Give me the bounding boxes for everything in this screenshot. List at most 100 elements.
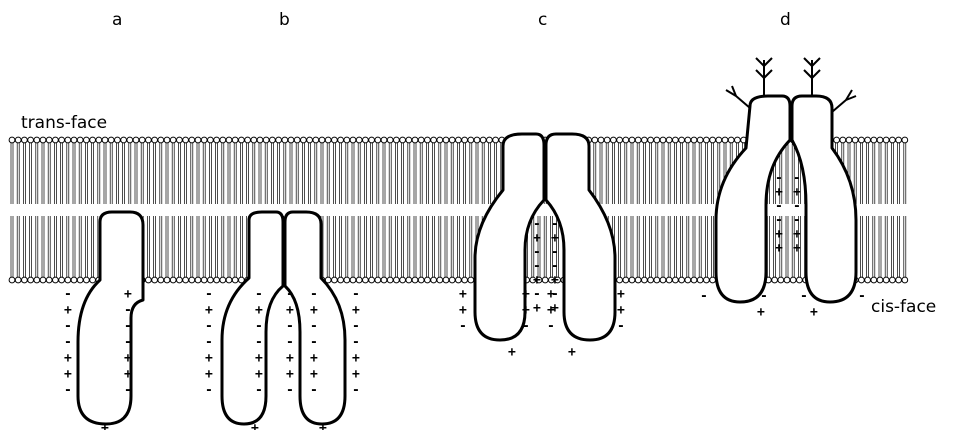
minus-charge: - xyxy=(533,259,541,274)
plus-charge: + xyxy=(124,367,132,382)
minus-charge: - xyxy=(775,213,783,228)
minus-charge: - xyxy=(255,287,263,302)
plus-charge: + xyxy=(64,303,72,318)
cis-face-label: cis-face xyxy=(871,297,936,317)
minus-charge: - xyxy=(286,383,294,398)
plus-charge: + xyxy=(352,303,360,318)
panel-label-a: a xyxy=(112,10,122,30)
minus-charge: - xyxy=(124,303,132,318)
plus-charge: + xyxy=(775,241,783,256)
plus-charge: + xyxy=(775,227,783,242)
plus-charge: + xyxy=(352,367,360,382)
plus-charge: + xyxy=(551,273,559,288)
plus-charge: + xyxy=(793,185,801,200)
minus-charge: - xyxy=(124,335,132,350)
plus-charge: + xyxy=(775,185,783,200)
panel-label-b: b xyxy=(279,10,290,30)
plus-charge: + xyxy=(255,303,263,318)
plus-charge: + xyxy=(319,421,327,430)
minus-charge: - xyxy=(775,199,783,214)
minus-charge: - xyxy=(64,383,72,398)
minus-charge: - xyxy=(124,319,132,334)
minus-charge: - xyxy=(793,171,801,186)
minus-charge: - xyxy=(533,217,541,232)
minus-charge: - xyxy=(775,171,783,186)
minus-charge: - xyxy=(64,335,72,350)
minus-charge: - xyxy=(551,245,559,260)
minus-charge: - xyxy=(286,287,294,302)
plus-charge: + xyxy=(286,351,294,366)
minus-charge: - xyxy=(64,319,72,334)
plus-charge: + xyxy=(533,231,541,246)
minus-charge: - xyxy=(205,319,213,334)
plus-charge: + xyxy=(533,273,541,288)
plus-charge: + xyxy=(508,345,516,360)
plus-charge: + xyxy=(101,421,109,430)
plus-charge: + xyxy=(617,303,625,318)
minus-charge: - xyxy=(700,289,708,304)
minus-charge: - xyxy=(205,335,213,350)
plus-charge: + xyxy=(522,303,530,318)
minus-charge: - xyxy=(793,199,801,214)
plus-charge: + xyxy=(251,421,259,430)
panel-label-c: c xyxy=(538,10,547,30)
protein-d-right xyxy=(792,96,856,302)
minus-charge: - xyxy=(522,319,530,334)
minus-charge: - xyxy=(352,319,360,334)
plus-charge: + xyxy=(793,241,801,256)
panel-label-d: d xyxy=(780,10,791,30)
plus-charge: + xyxy=(547,287,555,302)
plus-charge: + xyxy=(205,303,213,318)
minus-charge: - xyxy=(760,289,768,304)
minus-charge: - xyxy=(124,383,132,398)
plus-charge: + xyxy=(310,303,318,318)
plus-charge: + xyxy=(64,367,72,382)
plus-charge: + xyxy=(64,351,72,366)
minus-charge: - xyxy=(547,319,555,334)
minus-charge: - xyxy=(310,383,318,398)
minus-charge: - xyxy=(459,319,467,334)
plus-charge: + xyxy=(255,367,263,382)
minus-charge: - xyxy=(286,319,294,334)
trans-face-label: trans-face xyxy=(21,113,107,133)
plus-charge: + xyxy=(286,367,294,382)
plus-charge: + xyxy=(568,345,576,360)
minus-charge: - xyxy=(352,287,360,302)
plus-charge: + xyxy=(533,301,541,316)
minus-charge: - xyxy=(205,383,213,398)
minus-charge: - xyxy=(800,289,808,304)
plus-charge: + xyxy=(124,351,132,366)
plus-charge: + xyxy=(286,303,294,318)
minus-charge: - xyxy=(551,217,559,232)
minus-charge: - xyxy=(533,245,541,260)
plus-charge: + xyxy=(124,287,132,302)
plus-charge: + xyxy=(522,287,530,302)
plus-charge: + xyxy=(793,227,801,242)
plus-charge: + xyxy=(205,367,213,382)
plus-charge: + xyxy=(352,351,360,366)
plus-charge: + xyxy=(617,287,625,302)
minus-charge: - xyxy=(310,319,318,334)
plus-charge: + xyxy=(757,305,765,320)
minus-charge: - xyxy=(551,259,559,274)
minus-charge: - xyxy=(352,335,360,350)
minus-charge: - xyxy=(617,319,625,334)
plus-charge: + xyxy=(547,303,555,318)
protein-b-left xyxy=(222,212,283,424)
minus-charge: - xyxy=(533,287,541,302)
minus-charge: - xyxy=(858,289,866,304)
minus-charge: - xyxy=(205,287,213,302)
plus-charge: + xyxy=(310,367,318,382)
plus-charge: + xyxy=(551,231,559,246)
minus-charge: - xyxy=(255,319,263,334)
plus-charge: + xyxy=(810,305,818,320)
proteins xyxy=(78,58,856,424)
plus-charge: + xyxy=(310,351,318,366)
plus-charge: + xyxy=(459,287,467,302)
minus-charge: - xyxy=(255,383,263,398)
minus-charge: - xyxy=(793,213,801,228)
plus-charge: + xyxy=(205,351,213,366)
minus-charge: - xyxy=(64,287,72,302)
minus-charge: - xyxy=(310,287,318,302)
